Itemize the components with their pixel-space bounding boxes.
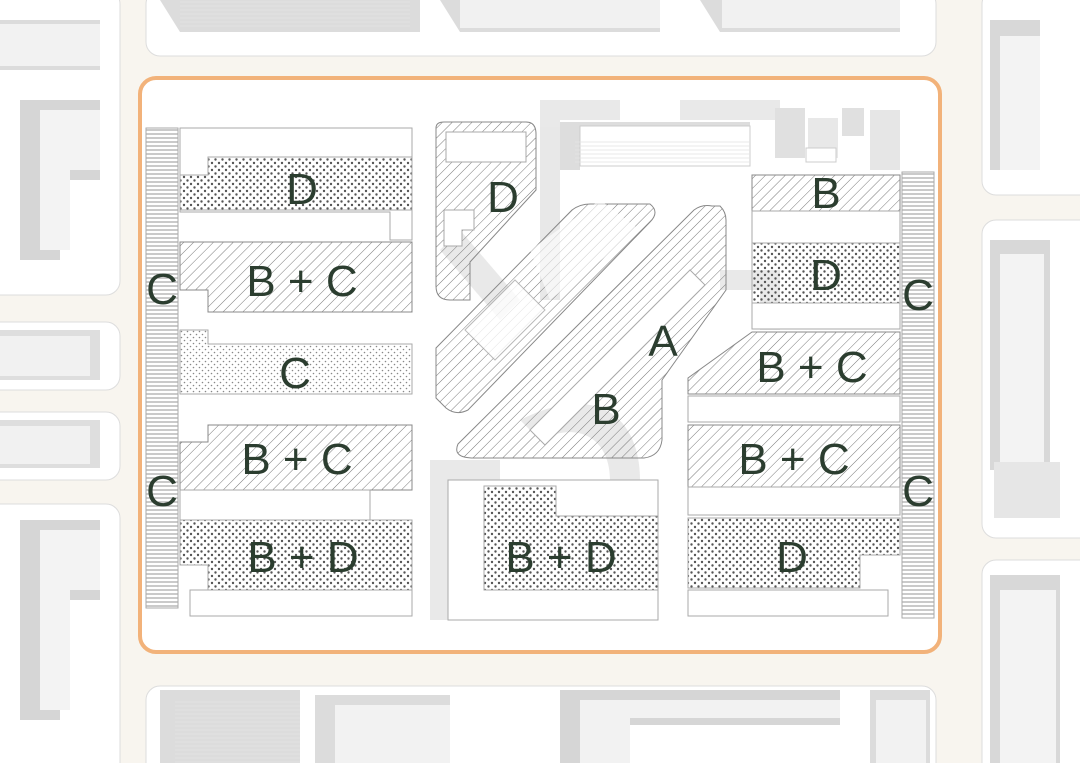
zone-east-d-bottom <box>687 517 901 617</box>
label-center-b: B <box>591 385 620 434</box>
label-e-b: B <box>811 169 840 218</box>
label-center-d: D <box>487 173 519 222</box>
label-nw-d: D <box>286 165 318 214</box>
label-e-bc-low: B + C <box>738 435 849 484</box>
top-center-buildings <box>560 108 900 170</box>
zone-east-bc-low <box>687 424 901 516</box>
zone-east-edge-c <box>901 171 935 619</box>
zone-west-bc-low <box>179 424 413 521</box>
zone-south-bd <box>447 479 659 621</box>
zone-west-c-mid <box>179 329 413 395</box>
zone-east-d <box>751 242 901 330</box>
label-e-bc-top: B + C <box>756 343 867 392</box>
label-east-c-lower: C <box>902 467 934 516</box>
zone-east-b <box>751 174 901 244</box>
zone-west-bc-top <box>179 241 413 313</box>
label-west-c-upper: C <box>146 265 178 314</box>
zone-west-d-top <box>179 127 413 241</box>
label-w-c-mid: C <box>279 349 311 398</box>
zone-center-a-b <box>435 200 727 459</box>
zone-east-bc-top <box>687 331 901 423</box>
label-w-bc-low: B + C <box>241 435 352 484</box>
label-w-bc-top: B + C <box>246 257 357 306</box>
zone-labels: D B + C C B + C B + D C C D A B B + D B … <box>146 165 934 582</box>
zone-center-d <box>435 121 537 301</box>
label-center-a: A <box>648 317 678 366</box>
label-e-d: D <box>810 251 842 300</box>
label-e-d-bottom: D <box>776 533 808 582</box>
label-east-c-upper: C <box>902 271 934 320</box>
label-west-c-lower: C <box>146 467 178 516</box>
label-south-bd: B + D <box>505 533 616 582</box>
zone-west-bd-bottom <box>179 519 413 617</box>
label-w-bd-bottom: B + D <box>247 533 358 582</box>
zone-west-edge-c <box>145 127 179 609</box>
